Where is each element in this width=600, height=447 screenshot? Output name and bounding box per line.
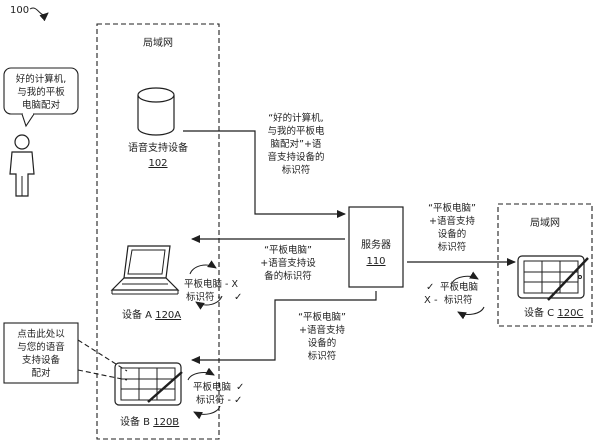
voice-device-icon [137, 87, 175, 136]
device-b-ref: 120B [153, 417, 179, 428]
msg-voice-line-3: 脑配对”+语 [271, 138, 322, 150]
stylus-b [147, 371, 183, 403]
msg-voice-line-4: 音支持设备的 [267, 151, 324, 163]
msg-c-line-4: 标识符 [438, 241, 467, 253]
lan-left-title: 局域网 [143, 36, 173, 49]
device-b-label: 设备 B 120B [120, 415, 179, 428]
laptop-icon [110, 245, 180, 295]
check-c-line-1: 平板电脑 [440, 281, 478, 293]
figure-number-group: 100 [10, 5, 49, 22]
voice-device-ref: 102 [148, 158, 167, 169]
check-b-mark-1: ✓ [236, 382, 244, 393]
msg-a-line-1: “平板电脑” [264, 244, 312, 256]
device-c-label: 设备 C 120C [524, 306, 583, 319]
speech-line-1: 好的计算机, [16, 73, 67, 85]
msg-voice-line-1: “好的计算机, [268, 112, 323, 124]
user-speech-bubble: 好的计算机, 与我的平板 电脑配对 [3, 67, 79, 128]
lan-right-title: 局域网 [530, 216, 560, 229]
server-ref: 110 [366, 256, 385, 267]
cycle-arrow-a-bottom [195, 295, 223, 310]
msg-a-line-3: 备的标识符 [264, 270, 312, 282]
prompt-b-leader-2 [77, 369, 128, 381]
check-c-mark-2: X - [424, 295, 438, 306]
msg-c-line-2: +语音支持 [429, 215, 475, 227]
voice-device-label: 语音支持设备 [128, 141, 188, 154]
arrow-server-to-b [191, 291, 377, 364]
figure-number-arrow [29, 7, 49, 22]
arrow-voice-to-server [183, 130, 346, 218]
device-b-name: 设备 B [120, 415, 153, 428]
msg-server-to-c: “平板电脑” +语音支持 设备的 标识符 [428, 202, 476, 253]
msg-b-line-4: 标识符 [308, 350, 337, 362]
msg-c-line-1: “平板电脑” [428, 202, 476, 214]
prompt-b-leader-1 [77, 339, 128, 372]
prompt-b-box[interactable]: 点击此处以 与您的语音 支持设备 配对 [3, 322, 79, 384]
check-a-mark: ✓ [234, 292, 242, 303]
prompt-b-line-2: 与您的语音 [17, 341, 65, 353]
msg-voice-line-5: 标识符 [282, 164, 311, 176]
device-c-name: 设备 C [524, 306, 557, 319]
device-c-ref: 120C [557, 308, 583, 319]
device-a-label: 设备 A 120A [122, 308, 181, 321]
msg-b-line-1: “平板电脑” [298, 311, 346, 323]
cycle-arrow-c-top [451, 271, 479, 284]
lan-left-box [96, 23, 220, 440]
msg-voice-to-server: “好的计算机, 与我的平板电 脑配对”+语 音支持设备的 标识符 [267, 112, 325, 176]
check-b-line-1: 平板电脑 [193, 381, 231, 393]
msg-server-to-a: “平板电脑” +语音支持设 备的标识符 [260, 244, 316, 282]
cycle-arrow-b-top [187, 367, 215, 381]
speech-line-2: 与我的平板 [17, 86, 65, 98]
msg-b-line-3: 设备的 [308, 337, 337, 349]
server-label: 服务器 [361, 238, 391, 251]
cycle-arrow-b-bottom [193, 405, 221, 420]
device-a-name: 设备 A [122, 308, 155, 321]
check-c-line-2: 标识符 [444, 294, 473, 306]
tablet-c-icon [517, 255, 589, 301]
server-box [348, 206, 404, 288]
prompt-b-line-3: 支持设备 [22, 354, 61, 366]
tablet-b-icon [114, 362, 183, 406]
cycle-arrow-a-top [189, 260, 217, 275]
prompt-b-line-4: 配对 [31, 367, 51, 379]
msg-server-to-b: “平板电脑” +语音支持 设备的 标识符 [298, 311, 346, 362]
msg-a-line-2: +语音支持设 [260, 257, 316, 269]
check-a-line-2: 标识符 - [186, 291, 221, 303]
prompt-b-line-1: 点击此处以 [17, 328, 65, 340]
msg-voice-line-2: 与我的平板电 [267, 125, 325, 137]
check-c-mark-1: ✓ [426, 282, 434, 293]
stylus-c [547, 257, 589, 301]
check-b-line-2: 标识符 - [196, 394, 231, 406]
figure-number: 100 [10, 5, 29, 16]
cycle-arrow-c-bottom [457, 306, 485, 320]
msg-c-line-3: 设备的 [438, 228, 467, 240]
device-a-ref: 120A [155, 310, 181, 321]
user-icon [9, 134, 35, 197]
msg-b-line-2: +语音支持 [299, 324, 345, 336]
lan-right-box [497, 203, 593, 327]
check-a-line-1: 平板电脑 - X [184, 278, 238, 290]
check-b-mark-2: ✓ [234, 395, 242, 406]
speech-line-3: 电脑配对 [22, 99, 61, 111]
